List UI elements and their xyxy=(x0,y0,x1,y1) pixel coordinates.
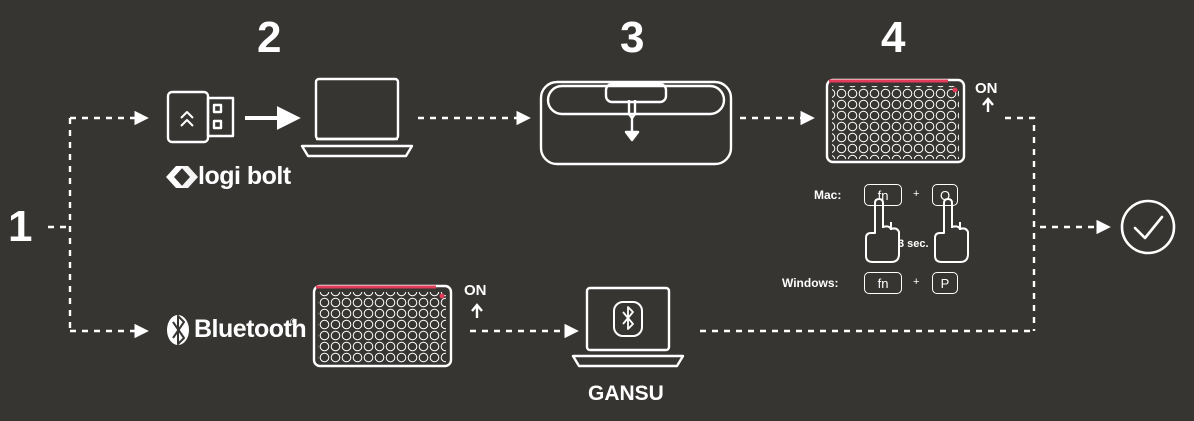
step-number-3: 3 xyxy=(620,13,645,62)
logi-bolt-label: logi bolt xyxy=(198,162,291,190)
on-up-arrow-bt xyxy=(471,303,483,318)
keyboard-on-line xyxy=(1005,116,1036,331)
on-label-bluetooth: ON xyxy=(464,282,487,299)
bluetooth-label: Bluetooth xyxy=(194,315,307,343)
laptop-screen-bluetooth-icon xyxy=(613,301,643,337)
logi-bolt-logo-icon xyxy=(166,166,198,188)
bluetooth-registered-mark: ® xyxy=(290,317,297,327)
keyboard-icon-bluetooth xyxy=(312,284,453,368)
on-label-step4: ON xyxy=(975,80,998,97)
mac-label: Mac: xyxy=(814,188,842,202)
step-number-2: 2 xyxy=(257,13,282,62)
windows-plus: + xyxy=(913,276,920,288)
windows-p-key: P xyxy=(932,272,958,294)
usb-receiver-icon xyxy=(166,90,235,144)
check-done-icon xyxy=(1120,199,1176,255)
mouse-icon xyxy=(539,80,733,166)
mac-fn-key: fn xyxy=(864,184,902,206)
bluetooth-logo-icon xyxy=(167,315,189,345)
mac-plus: + xyxy=(913,188,920,200)
hand-press-o-icon xyxy=(934,198,969,263)
device-name-label: GANSU xyxy=(588,382,664,405)
step-number-1: 1 xyxy=(8,202,33,251)
mac-o-key: O xyxy=(932,184,958,206)
laptop-bluetooth-icon xyxy=(571,286,685,368)
laptop-icon xyxy=(300,77,414,158)
keyboard-icon-step4 xyxy=(825,78,966,164)
connector-lines xyxy=(48,110,1111,339)
windows-fn-key: fn xyxy=(864,272,902,294)
step-number-4: 4 xyxy=(881,13,906,62)
hold-duration-label: 3 sec. xyxy=(898,238,929,250)
windows-label: Windows: xyxy=(782,276,839,290)
on-up-arrow-4 xyxy=(982,97,994,112)
hand-press-fn-icon xyxy=(865,198,900,263)
